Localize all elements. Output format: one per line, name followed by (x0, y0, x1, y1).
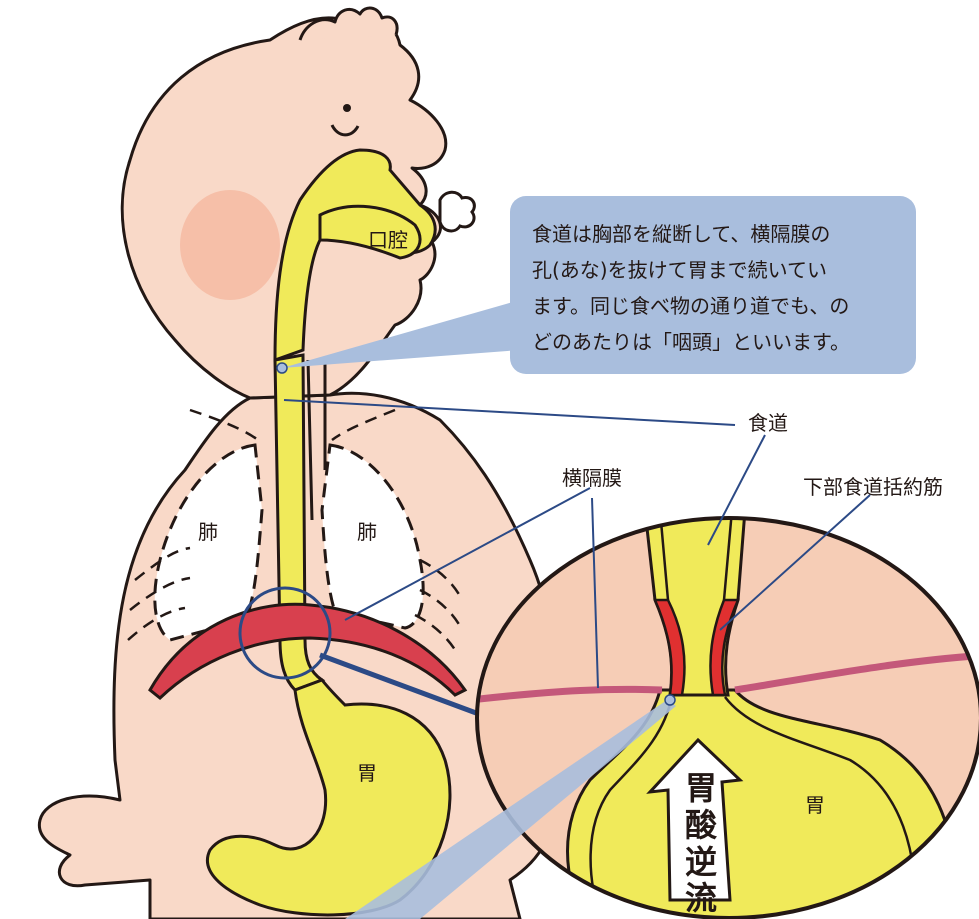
breath-puff-icon (440, 192, 474, 231)
label-stomach-zoom: 胃 (805, 795, 825, 815)
cheek (180, 190, 280, 300)
callout-line: ます。同じ食べ物の通り道でも、の (532, 288, 902, 324)
label-stomach: 胃 (357, 763, 377, 783)
callout-text: 食道は胸部を縦断して、横隔膜の 孔(あな)を抜けて胃まで続いてい ます。同じ食べ… (532, 216, 902, 360)
hair (300, 8, 397, 40)
callout-line: 孔(あな)を抜けて胃まで続いてい (532, 252, 902, 288)
eye (343, 104, 351, 112)
acid-reflux-char: 逆 (681, 844, 721, 881)
acid-reflux-char: 流 (681, 880, 721, 917)
label-lung-right: 肺 (357, 522, 377, 542)
label-diaphragm: 横隔膜 (562, 468, 622, 488)
acid-reflux-char: 酸 (681, 807, 721, 844)
callout-line: 食道は胸部を縦断して、横隔膜の (532, 216, 902, 252)
label-les: 下部食道括約筋 (803, 477, 943, 497)
acid-reflux-char: 胃 (681, 770, 721, 807)
pointer-dot-esophagus (277, 363, 287, 373)
label-esophagus: 食道 (748, 413, 788, 433)
pointer-dot-zoom (665, 695, 675, 705)
label-oral-cavity: 口腔 (368, 230, 408, 250)
label-lung-left: 肺 (198, 522, 218, 542)
callout-line: どのあたりは「咽頭」といいます。 (532, 324, 902, 360)
label-acid-reflux: 胃 酸 逆 流 (681, 770, 721, 917)
